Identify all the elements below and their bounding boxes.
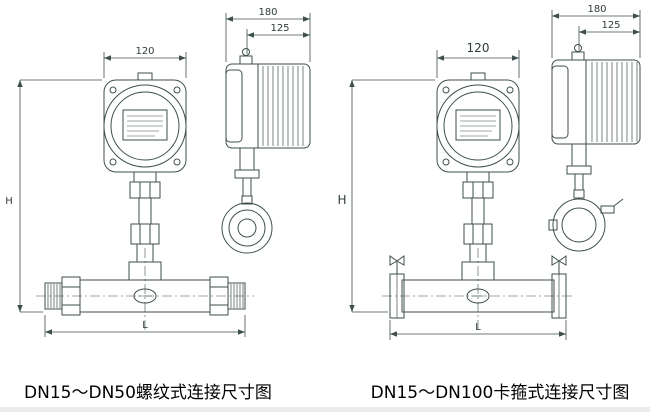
clamp-wing-bolts <box>389 255 567 274</box>
right-dim-depth-label: 180 <box>587 4 606 15</box>
right-front-view-pipe-clamp <box>389 255 567 319</box>
left-caption: DN15～DN50螺纹式连接尺寸图 <box>24 383 272 403</box>
right-front-view-head <box>436 72 520 173</box>
right-dim-H <box>349 79 435 313</box>
v-band-clamp <box>548 198 624 252</box>
left-thread-ridges-2 <box>230 284 244 308</box>
right-dim-length-label: L <box>475 322 481 333</box>
brand-logo-mark <box>466 288 490 304</box>
left-dim-height-label: H <box>5 196 13 207</box>
page-bottom-strip <box>0 407 650 412</box>
left-dim-depth-label: 180 <box>258 7 277 18</box>
captions: DN15～DN50螺纹式连接尺寸图 DN15～DN100卡箍式连接尺寸图 <box>24 383 629 403</box>
right-caption: DN15～DN100卡箍式连接尺寸图 <box>371 383 630 403</box>
drawing-linework <box>17 10 641 340</box>
left-dim-width-label: 120 <box>135 46 154 57</box>
left-dim-125 <box>246 29 310 54</box>
dimension-labels: 120 180 125 H L 120 180 125 H L <box>5 4 620 333</box>
nameplate-text-lines <box>127 115 163 137</box>
right-dim-L <box>389 320 567 340</box>
left-dim-120 <box>103 52 187 78</box>
right-drawing <box>349 10 641 340</box>
cooling-fins <box>591 62 638 142</box>
right-dim-125 <box>578 26 640 50</box>
right-dim-height-label: H <box>337 193 346 207</box>
right-dim-180 <box>551 10 641 58</box>
left-front-view-neck <box>128 171 162 281</box>
left-dim-L <box>44 315 246 337</box>
right-centerlines <box>382 248 574 332</box>
left-front-view-pipe-threaded <box>44 276 246 316</box>
cooling-fins <box>262 66 304 146</box>
right-front-view-neck <box>461 171 495 281</box>
right-dimensions <box>349 10 641 340</box>
left-drawing <box>17 13 311 337</box>
left-dim-length-label: L <box>142 320 148 331</box>
right-dim-120 <box>436 50 520 78</box>
left-dim-H <box>17 79 102 313</box>
left-thread-ridges <box>47 284 61 308</box>
left-dim-180 <box>225 13 311 62</box>
left-dimensions <box>17 13 311 337</box>
left-dim-depth2-label: 125 <box>270 23 289 34</box>
right-dim-depth2-label: 125 <box>601 20 620 31</box>
left-side-view <box>221 48 311 254</box>
left-front-view-head <box>103 72 187 173</box>
right-side-view <box>548 44 641 252</box>
nameplate-text-lines <box>460 115 496 137</box>
right-dim-width-label: 120 <box>467 41 490 55</box>
brand-logo-mark <box>133 288 157 304</box>
